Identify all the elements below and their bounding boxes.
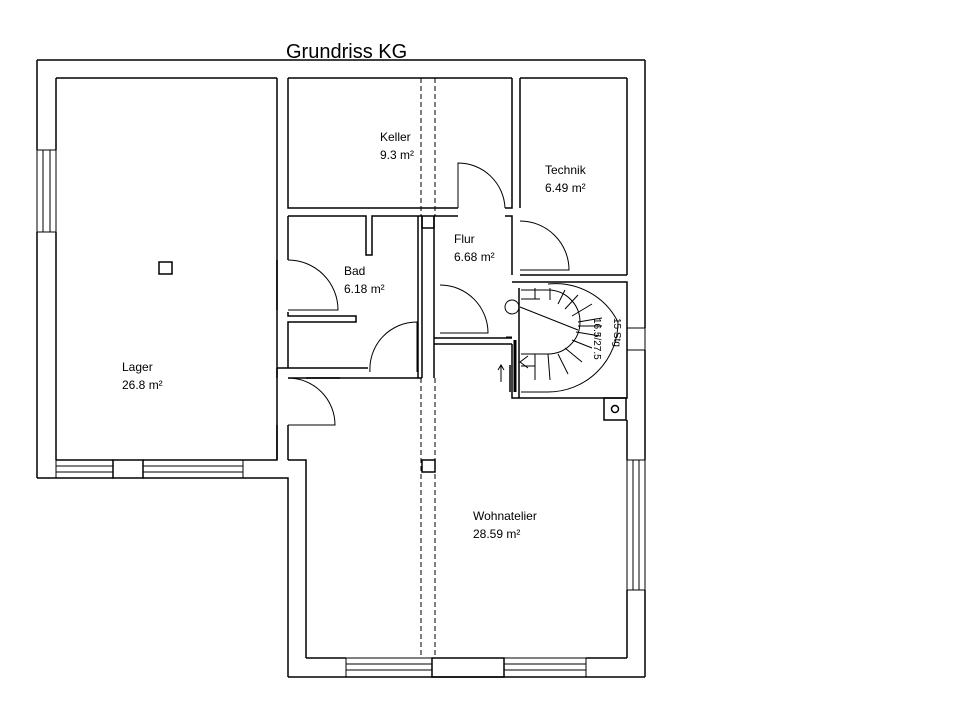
room-name-wohnatelier: Wohnatelier bbox=[473, 509, 537, 523]
stair bbox=[497, 283, 619, 393]
door-swings bbox=[287, 162, 570, 426]
stair-rise-label: 16.5/27.5 bbox=[591, 318, 602, 360]
room-area-bad: 6.18 m² bbox=[344, 282, 385, 296]
windows bbox=[36, 149, 646, 678]
room-area-lager: 26.8 m² bbox=[122, 378, 163, 392]
room-name-lager: Lager bbox=[122, 360, 153, 374]
stair-steps-label: 15 Stg bbox=[611, 318, 622, 347]
room-area-keller: 9.3 m² bbox=[380, 148, 414, 162]
room-name-bad: Bad bbox=[344, 264, 365, 278]
interior-walls bbox=[158, 78, 628, 473]
room-area-flur: 6.68 m² bbox=[454, 250, 495, 264]
dashed-lines bbox=[420, 78, 436, 658]
room-area-technik: 6.49 m² bbox=[545, 181, 586, 195]
room-name-keller: Keller bbox=[380, 130, 411, 144]
room-name-technik: Technik bbox=[545, 163, 587, 177]
room-area-wohnatelier: 28.59 m² bbox=[473, 527, 520, 541]
plan-title: Grundriss KG bbox=[286, 41, 407, 63]
room-name-flur: Flur bbox=[454, 232, 475, 246]
